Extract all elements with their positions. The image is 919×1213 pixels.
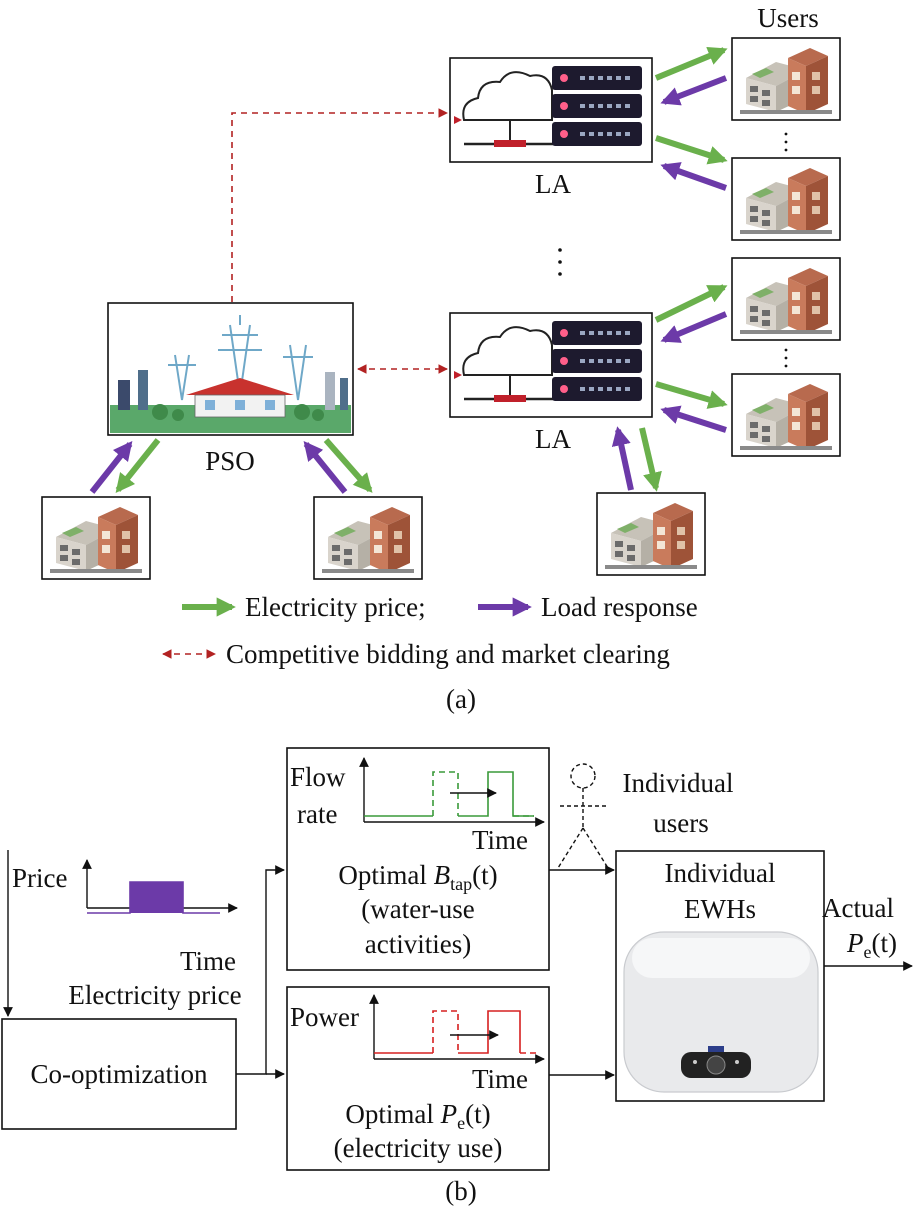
- user-building-la-bottom: [596, 492, 706, 576]
- legend-bidding-label: Competitive bidding and market clearing: [226, 639, 670, 669]
- power-box: [286, 986, 550, 1171]
- legend-price-label: Electricity price;: [245, 592, 426, 622]
- caption-b: (b): [445, 1176, 476, 1206]
- price-peak-bar: [130, 882, 183, 913]
- user-building-3: [731, 257, 841, 341]
- pso-label: PSO: [205, 446, 255, 476]
- flow-ylabel-1: Flow: [290, 762, 346, 792]
- power-optimal-label: Optimal Pe(t): [345, 1099, 490, 1133]
- power-ylabel: Power: [290, 1002, 359, 1032]
- user-building-pso-right: [313, 496, 423, 580]
- arrows-la-top-users: [654, 46, 728, 191]
- water-heater-icon: [623, 931, 819, 1093]
- la-bottom-label: LA: [535, 424, 571, 454]
- user-figure-icon: [557, 763, 609, 869]
- arrows-la-bottom-users: [654, 284, 728, 433]
- flow-box: [286, 747, 550, 971]
- arrows-la-bottom-user: [611, 426, 662, 492]
- flow-ylabel-2: rate: [297, 799, 337, 829]
- user-building-2: [731, 157, 841, 241]
- part-b: Price Time Electricity price Co-optimiza…: [1, 747, 913, 1206]
- coopt-to-flow-arrow: [236, 865, 285, 1075]
- flow-xlabel: Time: [472, 825, 528, 855]
- pso-icon: [107, 302, 354, 436]
- user-building-1: [731, 37, 841, 121]
- la-bottom-icon: [448, 311, 654, 419]
- legend: Electricity price; Load response Competi…: [162, 592, 698, 669]
- price-chart: Price Time Electricity price: [12, 859, 242, 1010]
- power-desc: (electricity use): [334, 1133, 503, 1163]
- user-building-4: [731, 373, 841, 457]
- price-chart-xlabel: Time: [180, 946, 236, 976]
- flow-desc-2: activities): [365, 929, 471, 959]
- power-xlabel: Time: [472, 1064, 528, 1094]
- ellipsis-dots-la: [558, 248, 562, 276]
- actual-label: Actual: [822, 893, 894, 923]
- ellipsis-dots-users-bottom: [784, 348, 788, 368]
- ewh-label-2: EWHs: [684, 894, 756, 924]
- flow-desc-1: (water-use: [361, 894, 474, 924]
- actual-pe-label: Pe(t): [846, 928, 897, 962]
- la-top-icon: [448, 56, 654, 164]
- part-a: Users LA LA: [41, 3, 841, 714]
- price-chart-ylabel: Price: [12, 863, 67, 893]
- la-top-label: LA: [535, 169, 571, 199]
- individual-users-1: Individual: [623, 768, 734, 798]
- ellipsis-dots-users-top: [784, 132, 788, 152]
- caption-a: (a): [446, 684, 476, 714]
- power-chart: Power Time Optimal Pe(t) (electricity us…: [290, 994, 545, 1163]
- individual-users-2: users: [653, 808, 709, 838]
- coopt-box: [1, 1018, 237, 1130]
- users-label: Users: [757, 3, 819, 33]
- bidding-line-top: [231, 108, 448, 302]
- flow-optimal-label: Optimal Btap(t): [338, 860, 497, 894]
- coopt-label: Co-optimization: [31, 1059, 208, 1089]
- legend-load-label: Load response: [541, 592, 698, 622]
- ewh-label-1: Individual: [665, 858, 776, 888]
- arrows-pso-users: [89, 438, 373, 494]
- user-building-pso-left: [41, 496, 151, 580]
- price-chart-title: Electricity price: [68, 980, 241, 1010]
- flow-chart: Flow rate Time Optimal Btap(t) (water-us…: [290, 757, 545, 959]
